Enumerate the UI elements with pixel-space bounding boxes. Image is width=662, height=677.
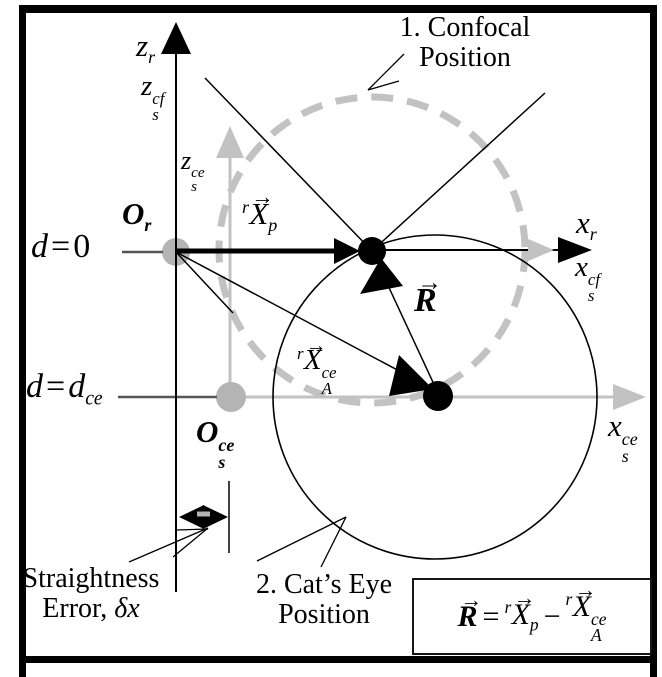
annotation-catseye-position: 2. Cat’s Eye Position [242, 569, 406, 631]
label-base: z [181, 146, 192, 175]
vector-xa-arrowhead-icon [389, 355, 433, 396]
delta-x-symbol: δx [114, 593, 140, 625]
label-base: d [26, 368, 43, 405]
catseye-solid-circle [272, 234, 598, 560]
vector-xp-arrowhead-icon [334, 238, 360, 264]
straightness-pointer-lines [128, 527, 209, 563]
formula-term-xp: r→Xp [504, 586, 539, 635]
annotation-straightness-error: Straightness Error, δx [8, 563, 174, 624]
figure-border [19, 5, 657, 677]
frame-superscript: r [242, 197, 249, 217]
x-s-ce-arrowhead-icon [613, 384, 646, 410]
level-label-d-ce: d=dce [26, 370, 103, 409]
vector-arrow-icon: → [251, 183, 273, 209]
annotation-line: 1. Confocal [399, 12, 531, 43]
delta-x-left-arrowhead-icon [179, 505, 204, 529]
label-base: x [576, 205, 590, 240]
vector-base: →X [249, 183, 273, 232]
axis-label-xr: xr [576, 207, 597, 243]
axis-label-zr: zr [136, 30, 155, 66]
label-base: z [141, 70, 153, 102]
vector-arrow-icon: → [417, 268, 441, 296]
vector-arrow-icon: → [460, 587, 483, 612]
frame-superscript: r [504, 597, 512, 618]
label-base: z [136, 28, 149, 63]
vector-arrow-icon: → [574, 577, 597, 602]
label-subscript: p [529, 614, 539, 635]
label-subscript: r [148, 46, 156, 67]
x-r-arrowhead-icon [558, 237, 592, 263]
vector-base: →X [572, 577, 597, 623]
equals-sign: = [46, 368, 66, 405]
label-value: 0 [73, 228, 91, 265]
annotation-line: Error, δx [8, 594, 174, 624]
label-base: O [196, 414, 219, 449]
annotation-line: Straightness [22, 563, 160, 594]
vector-base: →X [511, 586, 536, 632]
z-s-ce-arrowhead-icon [216, 126, 244, 158]
label-subscript: r [144, 214, 152, 235]
level-label-d-zero: d=0 [31, 230, 90, 264]
x-s-cf-arrowhead-icon [528, 239, 554, 261]
label-subscript: p [268, 214, 278, 235]
origin-os-ce-dot [216, 382, 246, 412]
label-base: x [575, 251, 588, 283]
ray-upper-right [371, 92, 546, 252]
vector-label-r: →R [414, 268, 442, 319]
ray-lower-left [175, 251, 234, 314]
annotation-line: 2. Cat’s Eye [255, 569, 393, 600]
vector-xa-line [175, 251, 434, 390]
vector-r-arrowhead-icon [360, 258, 403, 294]
minus-sign: − [543, 599, 561, 633]
label-base: x [608, 408, 622, 443]
annotation-line: Position [278, 599, 370, 631]
frame-superscript: r [297, 344, 304, 363]
annotation-confocal-position: 1. Confocal Position [383, 12, 547, 74]
label-subscript: r [589, 223, 597, 244]
label-base: O [122, 196, 145, 231]
equals-sign: = [51, 228, 71, 265]
annotation-line: Position [419, 42, 511, 74]
vector-label-xp: r→Xp [242, 183, 278, 235]
label-base: d [31, 228, 48, 265]
label-subscript: ce [85, 387, 103, 410]
frame-superscript: r [565, 589, 573, 610]
confocal-pointer-lines [367, 53, 405, 91]
annotation-text: Error, [42, 593, 115, 625]
catseye-pointer-lines [256, 516, 347, 568]
equals-sign: = [482, 599, 500, 633]
catseye-point-dot [423, 381, 453, 411]
vector-base: →R [414, 268, 442, 319]
vector-base: →X [303, 332, 327, 377]
vector-base: →R [457, 587, 483, 633]
vector-arrow-icon: → [513, 586, 536, 611]
origin-label-or: Or [122, 198, 151, 234]
label-value: d [68, 368, 86, 405]
z-r-arrowhead-icon [161, 22, 191, 54]
confocal-point-dot [358, 237, 386, 265]
ray-upper-left [204, 77, 373, 252]
delta-x-right-arrowhead-icon [203, 505, 228, 529]
vector-arrow-icon: → [305, 332, 327, 357]
